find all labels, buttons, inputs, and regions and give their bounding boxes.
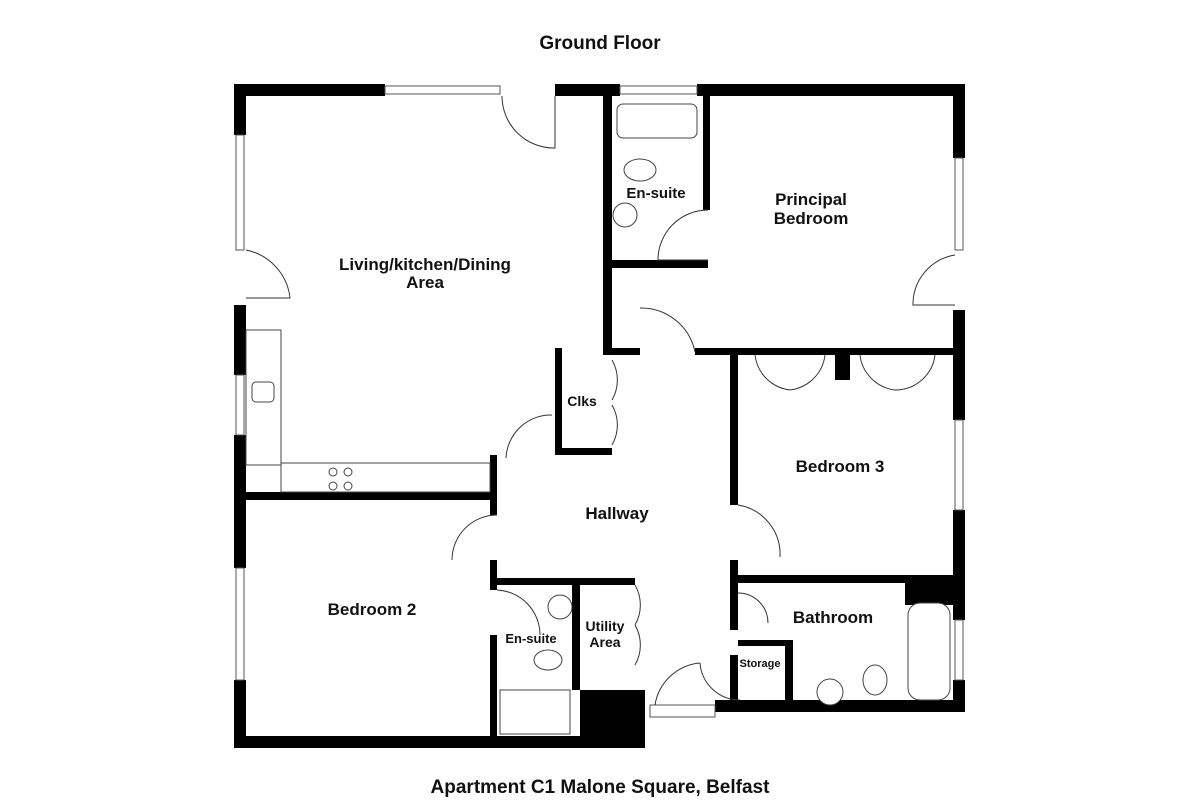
fixtures xyxy=(245,103,951,735)
windows xyxy=(235,85,964,718)
room-label-principal-2: Bedroom xyxy=(774,209,849,228)
room-label-principal: Principal xyxy=(775,190,847,209)
room-labels: Living/kitchen/Dining Area En-suite Prin… xyxy=(328,185,885,670)
room-label-bedroom3: Bedroom 3 xyxy=(796,457,885,476)
room-label-bathroom: Bathroom xyxy=(793,608,873,627)
property-caption: Apartment C1 Malone Square, Belfast xyxy=(430,777,770,798)
door-swings xyxy=(245,95,956,706)
room-label-living-2: Area xyxy=(406,273,444,292)
room-label-ensuite-bed2: En-suite xyxy=(505,631,556,646)
walls xyxy=(234,84,965,748)
room-label-utility: Utility xyxy=(586,618,625,634)
room-label-ensuite-principal: En-suite xyxy=(626,185,685,202)
room-label-bedroom2: Bedroom 2 xyxy=(328,600,417,619)
room-label-living: Living/kitchen/Dining xyxy=(339,255,511,274)
room-label-utility-2: Area xyxy=(589,634,620,650)
floor-title: Ground Floor xyxy=(539,33,661,54)
room-label-clks: Clks xyxy=(567,393,597,409)
room-label-storage: Storage xyxy=(740,658,781,670)
room-label-hallway: Hallway xyxy=(585,504,649,523)
